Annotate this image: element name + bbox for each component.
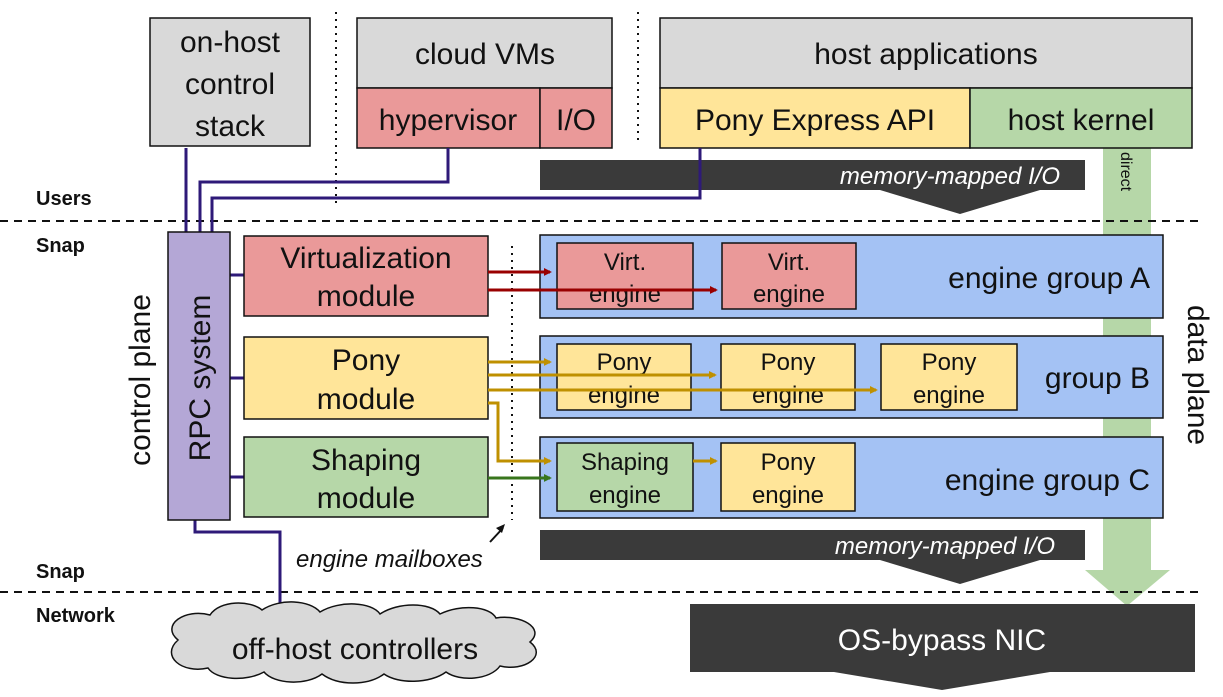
pony-engine-b1-line-2: engine <box>588 382 660 409</box>
shaping-engine-line-2: engine <box>589 482 661 509</box>
group-c-label: engine group C <box>945 464 1150 497</box>
virt-engine-1-line-2: engine <box>589 281 661 308</box>
cloud-vms-box: cloud VMs hypervisor I/O <box>356 17 613 149</box>
pony-engine-c-line-1: Pony <box>761 449 816 476</box>
offhost-label: off-host controllers <box>232 633 478 666</box>
pony-engine-b3 <box>880 343 1018 411</box>
mmio-bottom-arrow: memory-mapped I/O <box>540 530 1085 584</box>
pony-module-line-1: Pony <box>332 344 400 377</box>
rpc-system-label: RPC system <box>184 295 217 462</box>
mmio-top-label: memory-mapped I/O <box>840 163 1060 190</box>
rpc-system-box: RPC system <box>167 231 231 521</box>
host-apps-label: host applications <box>814 38 1037 71</box>
pony-api-label: Pony Express API <box>695 104 935 137</box>
pony-engine-b1 <box>556 343 692 411</box>
onhost-line-3: stack <box>195 110 266 143</box>
onhost-control-stack-box: on-host control stack <box>149 17 311 147</box>
layer-network: Network <box>36 605 116 627</box>
pony-engine-c <box>720 442 856 512</box>
shaping-engine <box>556 442 694 512</box>
hypervisor-label: hypervisor <box>379 104 517 137</box>
group-b-label: group B <box>1045 362 1150 395</box>
host-kernel-label: host kernel <box>1008 104 1155 137</box>
virt-engine-2 <box>721 242 857 310</box>
pony-engine-b2 <box>720 343 856 411</box>
control-wires <box>184 148 702 612</box>
direct-label: direct <box>1117 152 1134 192</box>
pony-module-line-2: module <box>317 383 415 416</box>
onhost-line-1: on-host <box>180 26 281 59</box>
engine-group-a: engine group A Virt. engine Virt. engine <box>539 234 1164 319</box>
pony-module: Pony module <box>243 336 489 420</box>
shaping-engine-line-1: Shaping <box>581 449 669 476</box>
engine-group-b: group B Pony engine Pony engine Pony eng… <box>539 335 1164 419</box>
onhost-line-2: control <box>185 68 275 101</box>
virt-engine-2-line-1: Virt. <box>768 249 810 276</box>
pony-engine-c-line-2: engine <box>752 482 824 509</box>
cloud-vms-label: cloud VMs <box>415 38 555 71</box>
io-label: I/O <box>556 104 596 137</box>
mailboxes-label: engine mailboxes <box>296 546 483 573</box>
offhost-controllers-cloud: off-host controllers <box>170 601 537 684</box>
layer-snap-bottom: Snap <box>36 561 85 583</box>
group-a-label: engine group A <box>948 262 1150 295</box>
data-plane-label: data plane <box>1181 305 1214 445</box>
shaping-module-line-2: module <box>317 482 415 515</box>
engine-group-c: engine group C Shaping engine Pony engin… <box>539 436 1164 519</box>
mmio-top-arrow: memory-mapped I/O <box>540 160 1085 214</box>
virt-arrows <box>488 268 718 294</box>
shaping-module-line-1: Shaping <box>311 444 421 477</box>
layer-snap-top: Snap <box>36 235 85 257</box>
pony-arrows <box>488 358 878 465</box>
layer-users: Users <box>36 188 92 210</box>
mmio-bottom-label: memory-mapped I/O <box>835 533 1055 560</box>
virt-module-line-2: module <box>317 280 415 313</box>
nic-label: OS-bypass NIC <box>838 624 1046 657</box>
virt-engine-1-line-1: Virt. <box>604 249 646 276</box>
pony-engine-b1-line-1: Pony <box>597 349 652 376</box>
shaping-module: Shaping module <box>243 436 489 518</box>
virtualization-module: Virtualization module <box>243 235 489 317</box>
virt-module-line-1: Virtualization <box>280 242 451 275</box>
virt-engine-2-line-2: engine <box>753 281 825 308</box>
pony-engine-b2-line-2: engine <box>752 382 824 409</box>
pony-engine-b3-line-1: Pony <box>922 349 977 376</box>
pony-engine-b2-line-1: Pony <box>761 349 816 376</box>
mailbox-pointer-head <box>496 524 505 533</box>
pony-engine-b3-line-2: engine <box>913 382 985 409</box>
host-applications-box: host applications Pony Express API host … <box>659 17 1193 149</box>
control-plane-label: control plane <box>124 294 157 466</box>
os-bypass-nic: OS-bypass NIC <box>690 604 1195 690</box>
virt-engine-1 <box>556 242 694 310</box>
